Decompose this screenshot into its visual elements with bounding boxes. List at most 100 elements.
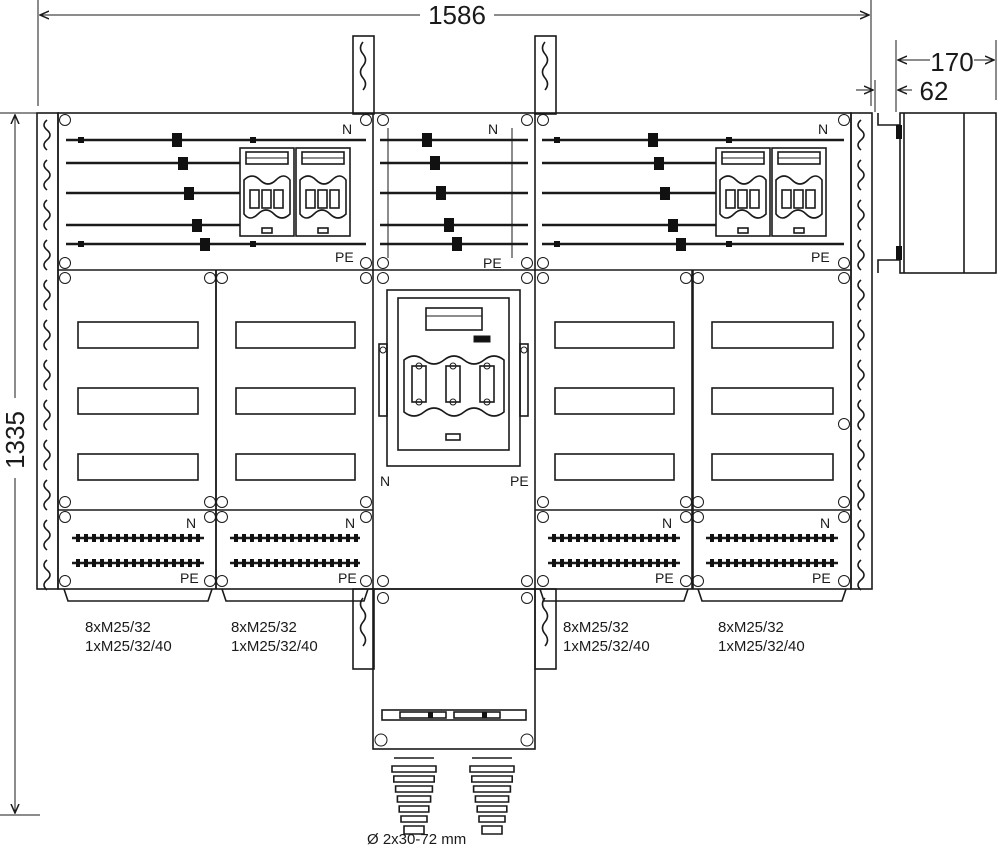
n-label: N [345,515,355,531]
terminal-strip [697,534,847,602]
meter-slot [554,453,675,481]
height-value: 1335 [0,411,30,469]
screw [692,511,704,523]
meter-panel [58,270,217,589]
screw [521,114,533,126]
terminal-strip [539,534,689,602]
screw [838,114,850,126]
pe-label: PE [811,249,830,265]
fuse-holders [239,147,827,237]
screw [838,272,850,284]
n-label: N [662,515,672,531]
module-spec-3: 8xM25/32 1xM25/32/40 [563,619,650,655]
spec-line1: 8xM25/32 [231,619,297,636]
right-rail [850,112,873,591]
corner-screws [59,114,850,604]
meter-slot [235,453,356,481]
meter-slot [77,387,199,415]
height-dimension: 1335 [0,112,40,816]
meter-slot [711,321,834,349]
busbar-section-center [380,128,528,258]
module-spec-1: 8xM25/32 1xM25/32/40 [85,619,172,655]
meter-slot [711,387,834,415]
meter-slot [77,321,199,349]
screw [692,272,704,284]
fuse-holder [239,147,295,237]
screw [360,114,372,126]
width-value: 1586 [428,0,486,30]
spec-line2: 1xM25/32/40 [718,638,805,655]
screw [537,575,549,587]
depth-dimension: 170 [895,40,997,112]
screw [692,496,704,508]
pe-label: PE [180,570,199,586]
screw [360,496,372,508]
screw [59,575,71,587]
meter-slot [77,453,199,481]
screw [838,511,850,523]
screw [216,496,228,508]
n-label: N [186,515,196,531]
screw [537,272,549,284]
screw [59,257,71,269]
meter-slot [711,453,834,481]
pe-label: PE [483,255,502,271]
screw [377,272,389,284]
screw [377,592,389,604]
screw [838,257,850,269]
screw [838,418,850,430]
pe-label: PE [338,570,357,586]
offset-value: 62 [920,76,949,106]
lower-bracket-left [352,588,375,670]
screw [692,575,704,587]
n-label: N [342,121,352,137]
meter-slot [235,321,356,349]
offset-dimension: 62 [856,76,948,112]
screw [377,114,389,126]
spec-line1: 8xM25/32 [718,619,784,636]
fuse-holder [771,147,827,237]
screw [216,272,228,284]
left-rail [36,112,59,591]
screw [216,511,228,523]
terminal-strip [221,534,369,602]
meter-panel [535,270,694,589]
screw [360,257,372,269]
pe-label: PE [510,473,529,489]
screw [204,496,216,508]
main-switch-panel [378,289,529,467]
spec-line1: 8xM25/32 [563,619,629,636]
busbar-section-right [542,133,844,251]
screw [59,496,71,508]
side-view [877,112,997,274]
width-dimension: 1586 [37,0,872,106]
n-label: N [380,473,390,489]
screw [680,511,692,523]
screw [204,511,216,523]
depth-value: 170 [930,47,973,77]
screw [360,272,372,284]
screw [204,272,216,284]
screw [360,511,372,523]
screw [204,575,216,587]
screw [521,272,533,284]
cable-entry-housing [372,588,536,835]
busbar-section-left [66,133,366,251]
meter-slot [235,387,356,415]
n-label: N [488,121,498,137]
screw [521,257,533,269]
spec-line2: 1xM25/32/40 [85,638,172,655]
screw [537,496,549,508]
terminal-strip [63,534,213,602]
n-label: N [820,515,830,531]
screw [680,496,692,508]
meter-sections [58,270,851,589]
screw [521,592,533,604]
meter-panel [691,270,851,589]
screw [521,575,533,587]
screw [537,511,549,523]
meter-slot [554,387,675,415]
screw [59,511,71,523]
